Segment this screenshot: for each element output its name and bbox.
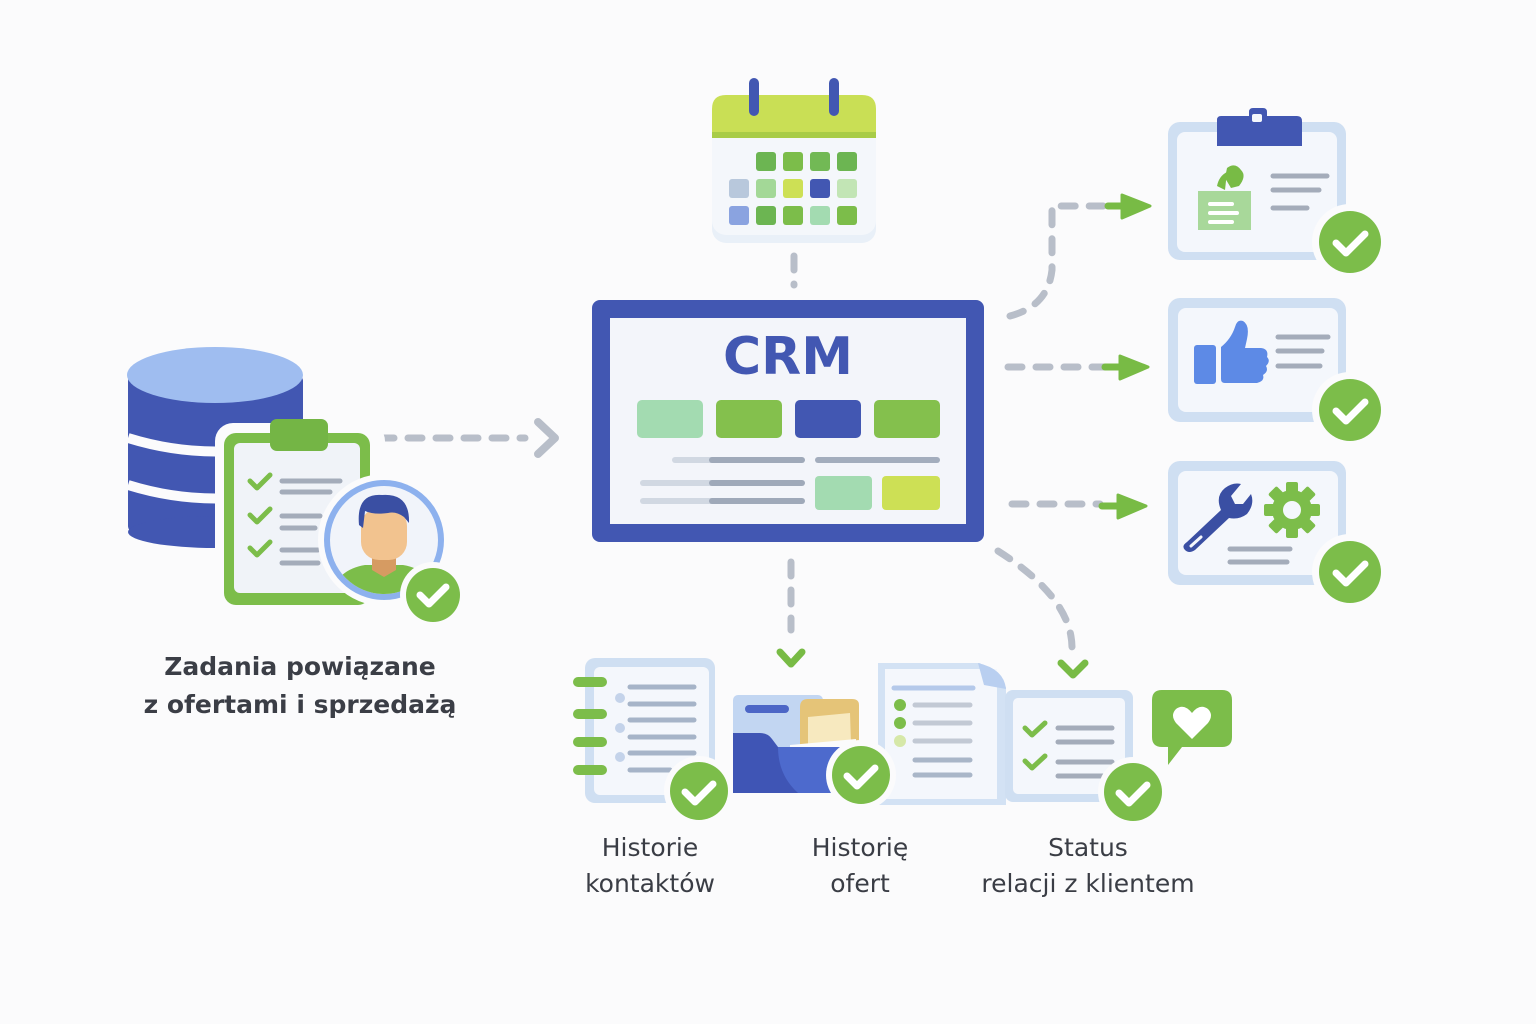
calendar-node: [705, 75, 885, 247]
heart-speech-bubble-icon: [1152, 690, 1232, 765]
output-card-settings[interactable]: [1165, 458, 1390, 610]
check-badge-icon: [1319, 211, 1381, 273]
chevron-right-icon: [534, 418, 559, 458]
connector-crm-to-bottom-3: [994, 547, 1076, 652]
connector-crm-to-output-1: [1006, 202, 1109, 320]
check-badge-icon: [670, 762, 728, 820]
calendar-icon: [712, 78, 876, 243]
check-badge-icon: [400, 562, 466, 628]
label-historie-ofert: Historię ofert: [760, 830, 960, 902]
label-line2: kontaktów: [585, 869, 715, 898]
arrow-right-icon: [1120, 193, 1152, 220]
output-card-thumbs-up[interactable]: [1165, 295, 1390, 448]
output-folder-documents[interactable]: [728, 655, 1008, 825]
label-historie-kontaktow: Historie kontaktów: [550, 830, 750, 902]
clipboard-note-icon: [1168, 108, 1388, 280]
check-badge-icon: [1104, 763, 1162, 821]
thumbs-up-icon: [1168, 298, 1388, 448]
source-label-line1: Zadania powiązane: [164, 652, 436, 681]
gear-icon: [1264, 482, 1320, 538]
folder-document-icon: [733, 663, 1006, 810]
label-line1: Historie: [601, 833, 699, 862]
output-card-clipboard[interactable]: [1165, 106, 1390, 281]
crm-dashboard-icon: [592, 300, 984, 542]
source-label-line2: z ofertami i sprzedażą: [143, 690, 457, 719]
wrench-gear-icon: [1168, 461, 1388, 610]
output-checklist-heart[interactable]: [1000, 685, 1240, 827]
label-line2: ofert: [830, 869, 890, 898]
source-illustration: [126, 347, 466, 628]
crm-node[interactable]: CRM: [590, 298, 986, 544]
crm-title: CRM: [723, 327, 853, 387]
output-notebook[interactable]: [570, 655, 735, 826]
arrow-right-icon: [1118, 354, 1150, 381]
arrow-right-icon: [1116, 493, 1148, 520]
source-group: [120, 345, 480, 628]
check-badge-icon: [832, 746, 890, 804]
check-badge-icon: [1319, 379, 1381, 441]
label-line2: relacji z klientem: [981, 869, 1195, 898]
source-label: Zadania powiązane z ofertami i sprzedażą: [110, 648, 490, 724]
label-line1: Historię: [811, 833, 909, 862]
label-line1: Status: [1048, 833, 1128, 862]
checklist-heart-icon: [1005, 690, 1232, 827]
chevron-down-icon: [1057, 659, 1089, 679]
label-status-relacji: Status relacji z klientem: [958, 830, 1218, 902]
notebook-icon: [573, 658, 734, 826]
chevron-down-icon: [776, 648, 806, 668]
note-icon: [1198, 165, 1251, 230]
check-badge-icon: [1319, 541, 1381, 603]
document-icon: [878, 663, 1006, 805]
wrench-icon: [1183, 483, 1253, 552]
